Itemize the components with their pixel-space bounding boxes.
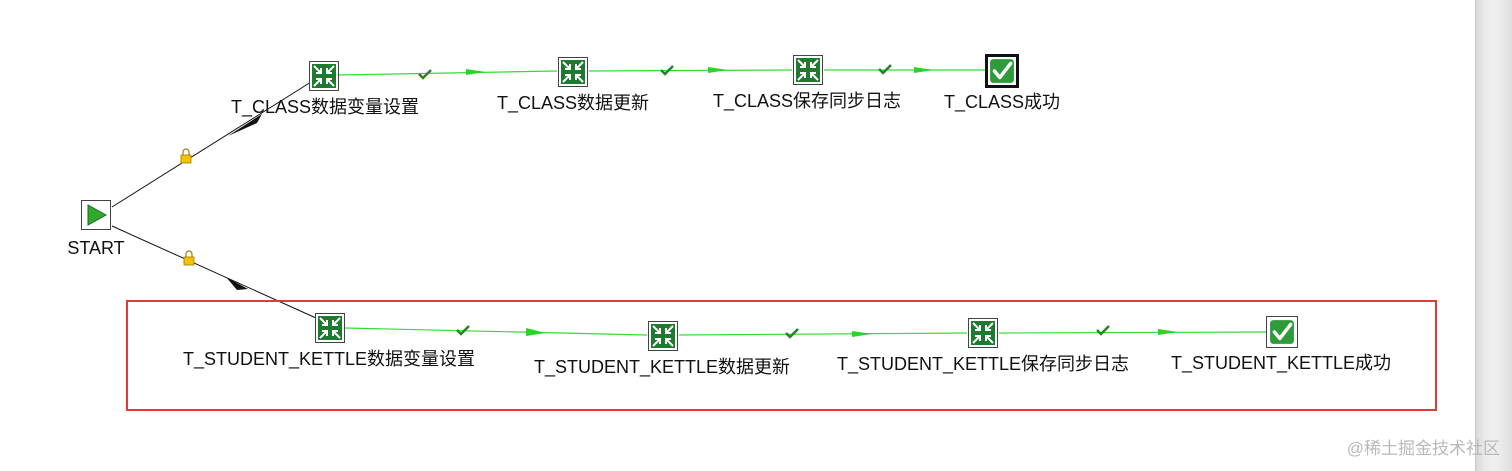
- student-vars-node[interactable]: [315, 313, 345, 343]
- hop-start-to-student-vars[interactable]: [111, 225, 317, 319]
- class-log-node[interactable]: [793, 55, 823, 85]
- transformation-icon: [971, 321, 995, 345]
- start-node[interactable]: [81, 200, 111, 230]
- check-icon: [456, 325, 470, 336]
- success-icon: [1270, 320, 1294, 344]
- set-variables-icon: [312, 64, 336, 88]
- hop-student-update-to-log[interactable]: [678, 328, 968, 339]
- check-icon: [660, 65, 674, 76]
- hop-class-update-to-log[interactable]: [588, 65, 793, 76]
- hop-student-vars-to-update[interactable]: [344, 325, 648, 336]
- transformation-icon: [651, 324, 675, 348]
- check-icon: [418, 69, 432, 80]
- watermark: @稀土掘金技术社区: [1346, 439, 1500, 458]
- highlight-box: [126, 300, 1437, 411]
- job-canvas[interactable]: START T_CLASS数据变量设置 T_CLASS数据更新 T_C: [0, 0, 1475, 471]
- class-success-label: T_CLASS成功: [943, 92, 1061, 112]
- check-icon: [878, 64, 892, 75]
- student-log-node[interactable]: [968, 318, 998, 348]
- class-log-label: T_CLASS保存同步日志: [712, 91, 902, 111]
- check-icon: [1096, 325, 1110, 336]
- hop-student-log-to-success[interactable]: [998, 325, 1267, 336]
- success-icon: [990, 59, 1014, 83]
- transformation-icon: [796, 58, 820, 82]
- hop-class-vars-to-update[interactable]: [338, 69, 558, 80]
- student-update-label: T_STUDENT_KETTLE数据更新: [533, 357, 791, 377]
- transformation-icon: [561, 60, 585, 84]
- student-success-node[interactable]: [1266, 316, 1298, 348]
- class-update-label: T_CLASS数据更新: [496, 93, 650, 113]
- set-variables-icon: [318, 316, 342, 340]
- hop-start-to-class-vars[interactable]: [111, 81, 312, 208]
- class-success-node[interactable]: [985, 54, 1019, 88]
- start-label: START: [67, 238, 125, 258]
- student-success-label: T_STUDENT_KETTLE成功: [1170, 353, 1392, 373]
- class-vars-label: T_CLASS数据变量设置: [230, 97, 420, 117]
- class-update-node[interactable]: [558, 57, 588, 87]
- hop-class-log-to-success[interactable]: [824, 64, 985, 75]
- class-vars-node[interactable]: [309, 61, 339, 91]
- start-icon: [87, 204, 108, 226]
- lock-icon: [183, 250, 195, 266]
- student-log-label: T_STUDENT_KETTLE保存同步日志: [836, 354, 1130, 374]
- vertical-scrollbar[interactable]: [1475, 0, 1512, 471]
- student-vars-label: T_STUDENT_KETTLE数据变量设置: [182, 349, 476, 369]
- lock-icon: [180, 148, 192, 164]
- check-icon: [785, 328, 799, 339]
- student-update-node[interactable]: [648, 321, 678, 351]
- hop-links: [111, 64, 1267, 339]
